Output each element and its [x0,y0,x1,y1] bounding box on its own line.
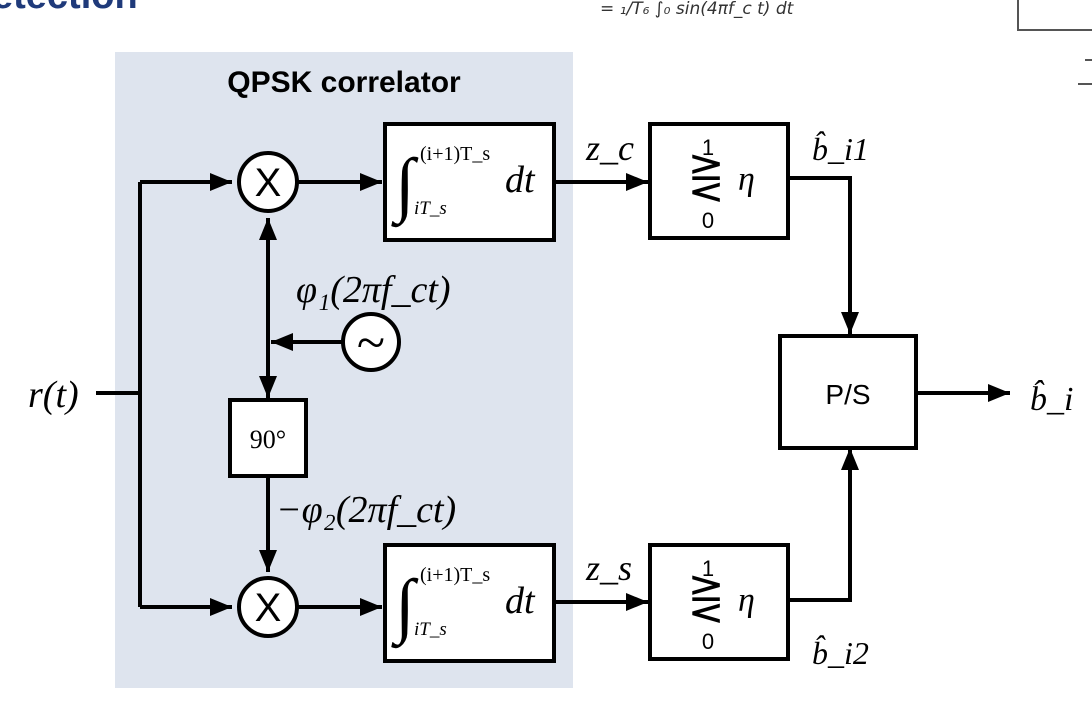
comparison-sign: ⋛ [688,574,725,624]
slide-title-fragment: etection [0,0,138,17]
integral-upper-limit: (i+1)T_s [420,143,490,165]
parallel-to-serial-block: P/S [778,334,918,450]
integrator-top: ∫ (i+1)T_s iT_s dt [383,122,556,242]
integral-dt: dt [505,580,536,622]
comparison-sign: ⋛ [688,153,725,203]
ps-label: P/S [825,379,870,410]
threshold-detector-bottom: 1 ⋛ 0 η [648,543,790,661]
threshold-top: 1 [702,135,714,160]
zc-label: z_c [585,128,634,168]
sine-icon: ~ [357,315,385,372]
phase-shift-block: 90° [228,398,308,478]
threshold-bottom: 0 [702,629,714,654]
correlator-title: QPSK correlator [227,66,461,99]
sketch-lines [1017,0,1092,85]
multiplier-symbol: X [255,586,282,630]
multiplier-symbol: X [255,161,282,205]
threshold-detector-top: 1 ⋛ 0 η [648,122,790,240]
integral-sign: ∫ [391,144,419,228]
handwritten-note: = ₁/T₆ ∫₀ sin(4πf_c t) dt [600,0,795,19]
signal-wires [96,173,1010,616]
phi2-label: −φ₂(2πf_ct) [276,489,456,531]
threshold-top: 1 [702,556,714,581]
threshold-eta: η [738,582,755,619]
multiplier-top: X [237,151,299,213]
threshold-bottom: 0 [702,208,714,233]
integral-sign: ∫ [391,565,419,649]
oscillator: ~ [341,312,401,372]
bi-output-label: b̂_i [1030,379,1073,418]
zs-label: z_s [585,548,632,588]
phi1-label: φ₁(2πf_ct) [296,269,451,311]
phase-shift-label: 90° [250,425,286,454]
integral-upper-limit: (i+1)T_s [420,564,490,586]
input-signal-label: r(t) [28,374,79,416]
bi1-label: b̂_i1 [812,131,869,167]
threshold-eta: η [738,161,755,198]
integral-lower-limit: iT_s [414,619,447,640]
integral-dt: dt [505,159,536,201]
bi2-label: b̂_i2 [812,635,869,671]
integral-lower-limit: iT_s [414,198,447,219]
integrator-bottom: ∫ (i+1)T_s iT_s dt [383,543,556,663]
multiplier-bottom: X [237,576,299,638]
